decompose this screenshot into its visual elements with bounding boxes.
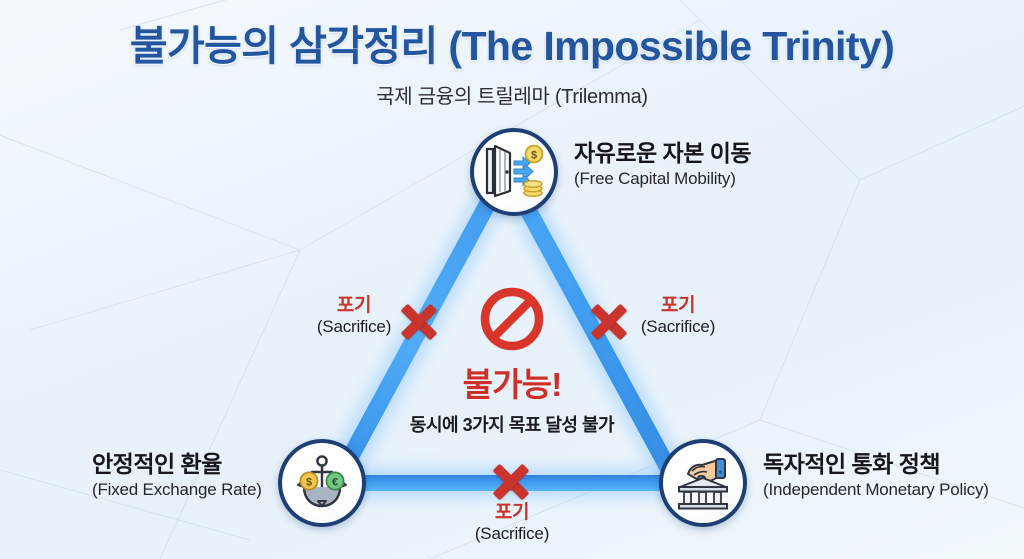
anchor-currency-icon: $ € [278, 439, 366, 527]
sacrifice-label-ko: 포기 [494, 502, 530, 523]
node-label-fixed-exchange-rate: 안정적인 환율 (Fixed Exchange Rate) [92, 451, 262, 499]
node-label-independent-monetary-policy: 독자적인 통화 정책 (Independent Monetary Policy) [763, 451, 989, 499]
header: 불가능의 삼각정리 (The Impossible Trinity) 국제 금융… [0, 0, 1024, 109]
sacrifice-label-ko: 포기 [336, 295, 372, 316]
node-label-en: (Free Capital Mobility) [574, 168, 736, 188]
x-mark-bottom-edge [490, 461, 532, 503]
x-mark-left-edge [398, 301, 440, 343]
x-mark-right-edge [588, 301, 630, 343]
node-label-ko: 독자적인 통화 정책 [763, 451, 941, 477]
page-subtitle: 국제 금융의 트릴레마 (Trilemma) [376, 86, 648, 108]
center-subline: 동시에 3가지 목표 달성 불가 [409, 415, 615, 435]
sacrifice-label-right: 포기 (Sacrifice) [632, 295, 724, 337]
node-label-en: (Fixed Exchange Rate) [92, 479, 262, 499]
node-label-en: (Independent Monetary Policy) [763, 479, 989, 499]
svg-text:$: $ [531, 150, 537, 162]
node-label-free-capital-mobility: 자유로운 자본 이동 (Free Capital Mobility) [574, 140, 752, 188]
node-label-ko: 안정적인 환율 [92, 451, 222, 477]
sacrifice-label-left: 포기 (Sacrifice) [308, 295, 400, 337]
sacrifice-label-bottom: 포기 (Sacrifice) [466, 502, 558, 544]
sacrifice-label-en: (Sacrifice) [474, 523, 550, 543]
page-title: 불가능의 삼각정리 (The Impossible Trinity) [129, 23, 895, 69]
center-headline: 불가능! [462, 366, 563, 403]
svg-text:€: € [332, 476, 338, 488]
svg-text:$: $ [306, 476, 312, 488]
sacrifice-label-en: (Sacrifice) [316, 316, 392, 336]
center-verdict: 불가능! 동시에 3가지 목표 달성 불가 [0, 286, 1024, 437]
no-entry-prohibition-icon [479, 286, 545, 352]
hand-bank-deposit-icon [659, 439, 747, 527]
sacrifice-label-ko: 포기 [660, 295, 696, 316]
sacrifice-label-en: (Sacrifice) [640, 316, 716, 336]
node-label-ko: 자유로운 자본 이동 [574, 140, 752, 166]
open-door-money-flow-icon: $ [470, 128, 558, 216]
